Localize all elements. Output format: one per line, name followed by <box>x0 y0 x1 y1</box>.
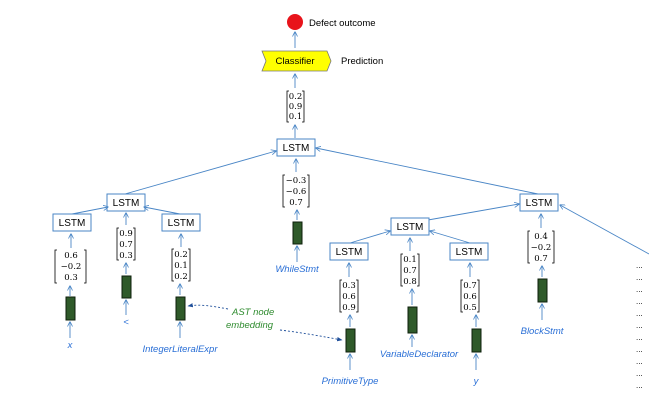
primitive-type-token-label: PrimitiveType <box>322 376 379 387</box>
classifier-hexagon <box>261 50 332 72</box>
left-child-3-to-parent-edge <box>144 207 181 215</box>
svg-text:...: ... <box>636 273 643 282</box>
right-parent-lstm-node: LSTM <box>519 193 559 212</box>
svg-text:0.6: 0.6 <box>64 251 78 261</box>
svg-text:0.5: 0.5 <box>463 303 477 313</box>
block-stmt-embedding-block <box>537 278 548 303</box>
y-vector: 0.7 0.6 0.5 <box>460 279 480 313</box>
svg-text:0.2: 0.2 <box>174 250 188 260</box>
integer-literal-token-label: IntegerLiteralExpr <box>143 344 219 355</box>
annotation-arrow-to-primitive <box>279 329 343 342</box>
classifier-label: Classifier <box>275 56 314 67</box>
mid-right-child-3-lstm-node: LSTM <box>449 242 489 261</box>
svg-text:...: ... <box>636 285 643 294</box>
defect-outcome-label: Defect outcome <box>309 18 376 29</box>
while-vector: −0.3 −0.6 0.7 <box>282 174 310 208</box>
svg-text:...: ... <box>636 345 643 354</box>
svg-text:LSTM: LSTM <box>336 247 363 258</box>
svg-text:0.4: 0.4 <box>534 232 548 242</box>
svg-text:0.7: 0.7 <box>289 198 303 208</box>
left-child-1-to-parent-edge <box>71 207 108 215</box>
ast-annotation-line2: embedding <box>226 320 274 331</box>
svg-text:...: ... <box>636 357 643 366</box>
annotation-arrow-to-integer <box>187 303 229 310</box>
svg-text:...: ... <box>636 333 643 342</box>
primitive-type-vector: 0.3 0.6 0.9 <box>339 279 359 313</box>
variable-declarator-embedding-block <box>407 306 418 334</box>
svg-text:0.9: 0.9 <box>342 303 356 313</box>
left-child-1-lstm-node: LSTM <box>52 213 92 232</box>
x-vector: 0.6 −0.2 0.3 <box>54 249 87 284</box>
svg-text:−0.3: −0.3 <box>286 176 307 186</box>
left-child-3-lstm-node: LSTM <box>161 213 201 232</box>
ast-annotation-line1: AST node <box>231 307 274 318</box>
svg-text:0.3: 0.3 <box>119 251 133 261</box>
right-parent-to-root-edge <box>316 148 539 195</box>
mid-right-child-1-lstm-node: LSTM <box>329 242 369 261</box>
while-token-label: WhileStmt <box>275 264 319 275</box>
mid-right-parent-lstm-node: LSTM <box>390 217 430 236</box>
svg-text:...: ... <box>636 309 643 318</box>
root-vector: 0.2 0.9 0.1 <box>286 90 305 123</box>
svg-text:...: ... <box>636 297 643 306</box>
block-stmt-token-label: BlockStmt <box>521 326 564 337</box>
integer-literal-embedding-block <box>175 296 186 321</box>
mid-right-parent-to-right-parent-edge <box>427 204 519 221</box>
x-embedding-block <box>65 296 76 321</box>
svg-text:...: ... <box>636 261 643 270</box>
left-parent-to-root-edge <box>124 151 276 195</box>
y-embedding-block <box>471 328 482 353</box>
integer-literal-vector: 0.2 0.1 0.2 <box>171 248 191 282</box>
svg-text:0.8: 0.8 <box>403 277 417 287</box>
svg-text:0.1: 0.1 <box>403 255 417 265</box>
prediction-label: Prediction <box>341 56 383 67</box>
svg-text:LSTM: LSTM <box>168 218 195 229</box>
mid-right-child-3-to-parent-edge <box>430 231 471 244</box>
primitive-type-embedding-block <box>345 328 356 353</box>
mid-right-child-1-to-parent-edge <box>349 231 390 244</box>
svg-text:0.2: 0.2 <box>174 272 188 282</box>
svg-text:0.3: 0.3 <box>342 281 356 291</box>
block-stmt-vector: 0.4 −0.2 0.7 <box>527 230 555 264</box>
svg-text:0.6: 0.6 <box>463 292 477 302</box>
defect-outcome-dot <box>287 14 303 30</box>
svg-text:0.7: 0.7 <box>463 281 477 291</box>
svg-text:0.9: 0.9 <box>119 229 133 239</box>
root-lstm-node: LSTM <box>276 138 316 157</box>
svg-text:LSTM: LSTM <box>283 143 310 154</box>
left-parent-lstm-node: LSTM <box>106 193 146 212</box>
svg-text:−0.6: −0.6 <box>286 187 307 197</box>
svg-text:0.7: 0.7 <box>119 240 133 250</box>
svg-text:0.7: 0.7 <box>534 254 548 264</box>
svg-text:0.1: 0.1 <box>289 112 303 122</box>
svg-text:−0.2: −0.2 <box>531 243 552 253</box>
svg-text:...: ... <box>636 381 643 390</box>
svg-text:...: ... <box>636 321 643 330</box>
svg-text:LSTM: LSTM <box>113 198 140 209</box>
variable-declarator-vector: 0.1 0.7 0.8 <box>400 253 420 287</box>
svg-text:0.9: 0.9 <box>289 102 303 112</box>
continuation-ellipsis: ... ... ... ... ... ... ... ... ... ... … <box>636 261 643 390</box>
svg-text:0.7: 0.7 <box>403 266 417 276</box>
while-embedding-block <box>292 221 303 245</box>
variable-declarator-token-label: VariableDeclarator <box>380 349 459 360</box>
svg-text:LSTM: LSTM <box>526 198 553 209</box>
x-token-label: x <box>67 340 74 351</box>
lt-token-label: < <box>123 317 129 328</box>
lt-embedding-block <box>121 275 132 299</box>
y-token-label: y <box>473 376 480 387</box>
svg-text:0.2: 0.2 <box>289 92 303 102</box>
svg-text:0.3: 0.3 <box>64 273 78 283</box>
svg-text:−0.2: −0.2 <box>61 262 82 272</box>
svg-text:LSTM: LSTM <box>397 222 424 233</box>
offscreen-to-right-parent-edge <box>560 205 649 255</box>
svg-text:0.6: 0.6 <box>342 292 356 302</box>
svg-text:LSTM: LSTM <box>456 247 483 258</box>
svg-text:...: ... <box>636 369 643 378</box>
svg-text:0.1: 0.1 <box>174 261 188 271</box>
svg-text:LSTM: LSTM <box>59 218 86 229</box>
lt-vector: 0.9 0.7 0.3 <box>116 227 136 261</box>
